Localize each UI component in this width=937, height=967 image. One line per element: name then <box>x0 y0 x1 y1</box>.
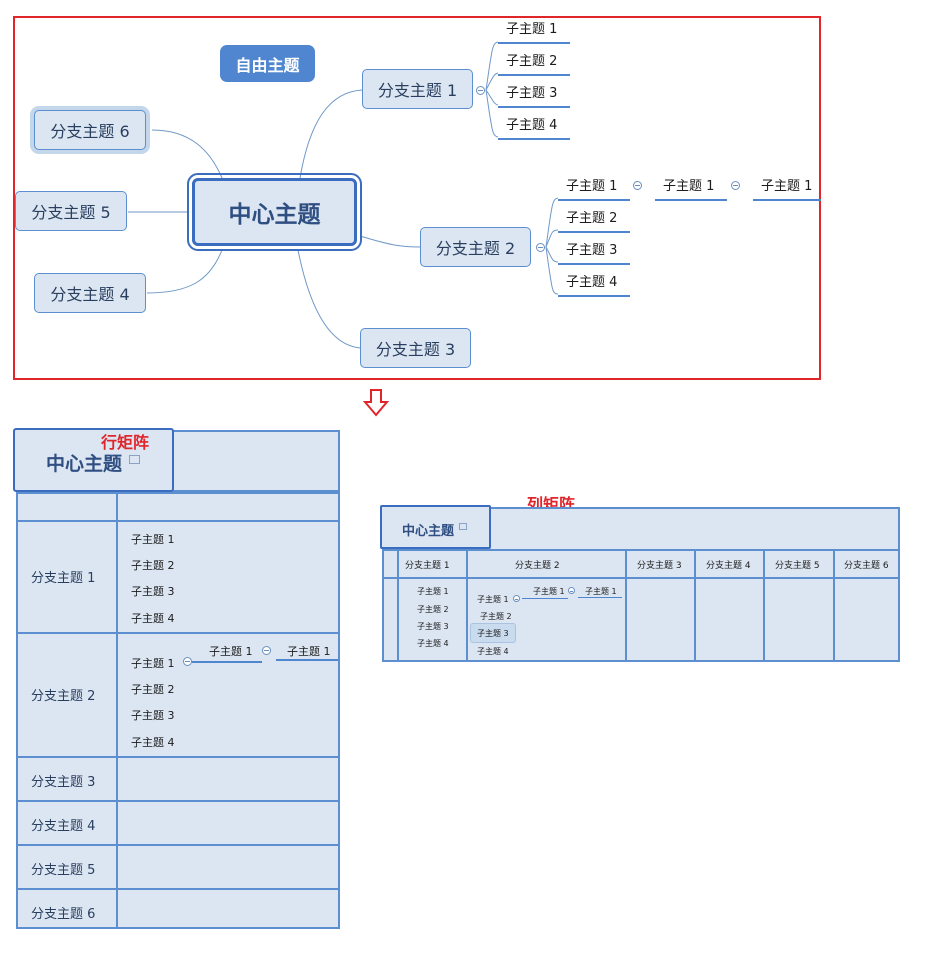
subtopic[interactable]: 子主题 3 <box>417 622 449 631</box>
subtopic[interactable]: 子主题 1 <box>477 595 509 604</box>
collapse-icon[interactable] <box>568 587 575 594</box>
mindmap-frame <box>13 16 821 380</box>
subtopic[interactable]: 子主题 1 <box>753 176 821 201</box>
branch-topic-6[interactable]: 分支主题 6 <box>34 110 146 150</box>
collapse-icon[interactable] <box>633 181 642 190</box>
subtopic[interactable]: 子主题 1 <box>655 176 727 201</box>
col-content-2 <box>466 577 627 662</box>
subtopic[interactable]: 子主题 1 <box>417 587 449 596</box>
row-header-6[interactable] <box>16 888 118 929</box>
row-matrix-cell <box>116 492 340 522</box>
row-header-1[interactable] <box>16 520 118 634</box>
branch-topic-2[interactable]: 分支主题 2 <box>420 227 531 267</box>
subtopic[interactable]: 子主题 3 <box>131 709 175 722</box>
subtopic[interactable]: 子主题 1 <box>498 19 570 44</box>
subtopic[interactable]: 子主题 4 <box>131 736 175 749</box>
down-arrow-icon <box>363 389 389 417</box>
row-label: 分支主题 3 <box>31 775 96 790</box>
subtopic[interactable]: 子主题 2 <box>131 683 175 696</box>
subtopic[interactable]: 子主题 4 <box>477 647 509 656</box>
connector-line <box>276 659 338 661</box>
col-label: 分支主题 6 <box>844 561 889 571</box>
subtopic[interactable]: 子主题 3 <box>477 629 509 638</box>
subtopic[interactable]: 子主题 2 <box>131 559 175 572</box>
row-content-3 <box>116 756 340 802</box>
collapse-icon[interactable] <box>731 181 740 190</box>
subtopic[interactable]: 子主题 2 <box>498 51 570 76</box>
subtopic[interactable]: 子主题 4 <box>417 639 449 648</box>
col-header-5[interactable] <box>763 549 835 579</box>
col-content-6 <box>833 577 900 662</box>
col-content-3 <box>625 577 696 662</box>
col-matrix-central-label: 中心主题 <box>402 524 455 539</box>
col-label: 分支主题 2 <box>515 561 560 571</box>
subtopic[interactable]: 子主题 2 <box>417 605 449 614</box>
collapse-icon[interactable] <box>513 595 520 602</box>
subtopic[interactable]: 子主题 1 <box>287 645 331 658</box>
col-header-1[interactable] <box>397 549 468 579</box>
row-label: 分支主题 2 <box>31 689 96 704</box>
connector-line <box>522 598 568 599</box>
selected-subtopic[interactable] <box>470 623 516 643</box>
collapse-icon[interactable] <box>183 657 192 666</box>
subtopic[interactable]: 子主题 4 <box>131 612 175 625</box>
col-label: 分支主题 5 <box>775 561 820 571</box>
subtopic[interactable]: 子主题 2 <box>558 208 630 233</box>
subtopic[interactable]: 子主题 2 <box>480 612 512 621</box>
collapse-icon[interactable] <box>476 86 485 95</box>
central-topic[interactable]: 中心主题 <box>187 173 362 251</box>
row-label: 分支主题 6 <box>31 907 96 922</box>
subtopic[interactable]: 子主题 4 <box>498 115 570 140</box>
col-label: 分支主题 3 <box>637 561 682 571</box>
matrix-icon <box>459 523 467 530</box>
branch-topic-3[interactable]: 分支主题 3 <box>360 328 471 368</box>
row-matrix-central-label: 中心主题 <box>46 453 123 475</box>
branch-topic-1[interactable]: 分支主题 1 <box>362 69 473 109</box>
row-label: 分支主题 1 <box>31 571 96 586</box>
row-content-4 <box>116 800 340 846</box>
col-label: 分支主题 4 <box>706 561 751 571</box>
connector-line <box>578 597 622 598</box>
col-label: 分支主题 1 <box>405 561 450 571</box>
row-label: 分支主题 4 <box>31 819 96 834</box>
subtopic[interactable]: 子主题 1 <box>533 587 565 596</box>
row-matrix-cell <box>16 492 118 522</box>
subtopic[interactable]: 子主题 3 <box>498 83 570 108</box>
connector-line <box>192 661 262 663</box>
floating-topic[interactable]: 自由主题 <box>220 45 315 82</box>
row-matrix-title: 行矩阵 <box>101 433 150 452</box>
collapse-icon[interactable] <box>536 243 545 252</box>
subtopic[interactable]: 子主题 1 <box>131 533 175 546</box>
matrix-icon <box>129 455 140 464</box>
subtopic[interactable]: 子主题 3 <box>131 585 175 598</box>
subtopic[interactable]: 子主题 1 <box>558 176 630 201</box>
row-content-6 <box>116 888 340 929</box>
branch-topic-5[interactable]: 分支主题 5 <box>15 191 127 231</box>
subtopic[interactable]: 子主题 1 <box>585 587 617 596</box>
col-content-4 <box>694 577 765 662</box>
subtopic[interactable]: 子主题 3 <box>558 240 630 265</box>
row-matrix-central-topic[interactable] <box>13 428 174 492</box>
collapse-icon[interactable] <box>262 646 271 655</box>
subtopic[interactable]: 子主题 1 <box>131 657 175 670</box>
subtopic[interactable]: 子主题 1 <box>209 645 253 658</box>
row-label: 分支主题 5 <box>31 863 96 878</box>
row-content-5 <box>116 844 340 890</box>
mindmap-connectors <box>128 41 559 349</box>
col-header-2[interactable] <box>466 549 627 579</box>
row-content-1 <box>116 520 340 634</box>
col-content-5 <box>763 577 835 662</box>
branch-topic-4[interactable]: 分支主题 4 <box>34 273 146 313</box>
subtopic[interactable]: 子主题 4 <box>558 272 630 297</box>
col-matrix-central-topic[interactable] <box>380 505 491 549</box>
